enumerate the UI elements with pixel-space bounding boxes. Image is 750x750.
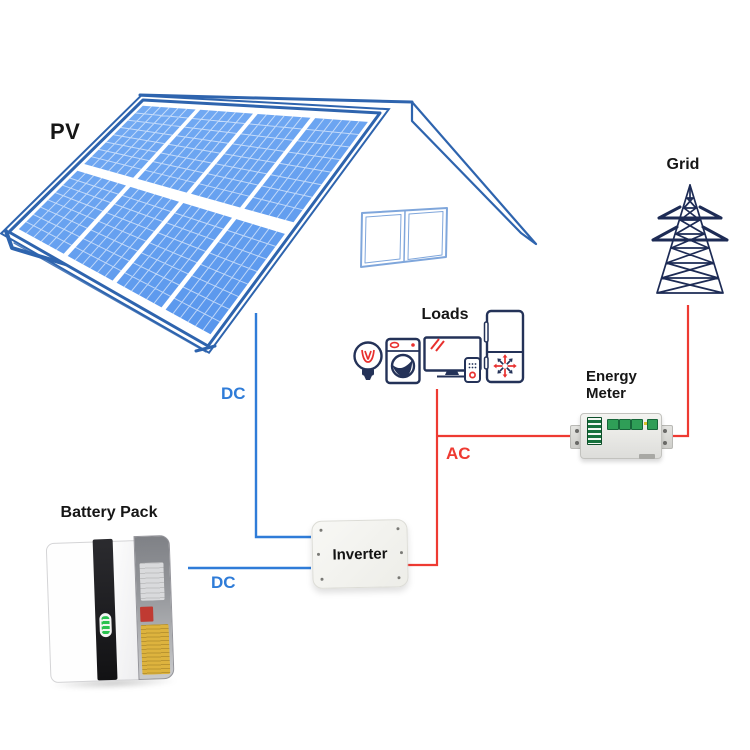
wire-meter-grid bbox=[667, 305, 690, 438]
meter-green-connector bbox=[607, 419, 619, 430]
battery-warning-label bbox=[139, 606, 154, 622]
inverter-device: Inverter bbox=[311, 519, 409, 589]
battery-spec-label bbox=[139, 562, 165, 601]
washing-machine-icon bbox=[385, 337, 421, 385]
pv-panel bbox=[0, 94, 391, 355]
fridge-icon bbox=[483, 309, 525, 384]
grid-tower-icon bbox=[651, 184, 729, 294]
dc-label-pv: DC bbox=[221, 384, 246, 403]
battery-caution-label bbox=[140, 623, 171, 675]
grid-label: Grid bbox=[666, 156, 700, 173]
wire-inverter-ac bbox=[405, 389, 439, 567]
ac-label: AC bbox=[446, 444, 471, 463]
inverter-label: Inverter bbox=[332, 544, 388, 564]
wires bbox=[188, 305, 690, 570]
battery-side-panel bbox=[133, 534, 175, 681]
loads-label: Loads bbox=[421, 306, 469, 323]
remote-icon bbox=[464, 357, 481, 383]
meter-green-connector bbox=[647, 419, 658, 430]
meter-terminal-block bbox=[587, 417, 602, 445]
meter-body bbox=[580, 413, 662, 459]
pv-panel-outer-frame bbox=[0, 94, 391, 355]
light-bulb-icon bbox=[353, 341, 383, 380]
energy-meter-label: Energy Meter bbox=[586, 368, 637, 402]
pv-label: PV bbox=[50, 119, 81, 144]
battery-device bbox=[43, 531, 179, 692]
snowflake-icon bbox=[493, 354, 517, 378]
battery-pack-label: Battery Pack bbox=[60, 504, 158, 521]
tower-crossarms bbox=[651, 205, 729, 242]
wire-pv-dc bbox=[254, 313, 311, 539]
loads-icons bbox=[353, 309, 525, 385]
dc-label-battery: DC bbox=[211, 573, 236, 592]
pv-modules bbox=[18, 105, 368, 335]
energy-meter-device bbox=[570, 410, 673, 460]
battery-charge-indicator bbox=[99, 612, 113, 638]
window-icon bbox=[360, 207, 448, 268]
meter-green-connector bbox=[631, 419, 643, 430]
meter-green-connector bbox=[619, 419, 631, 430]
